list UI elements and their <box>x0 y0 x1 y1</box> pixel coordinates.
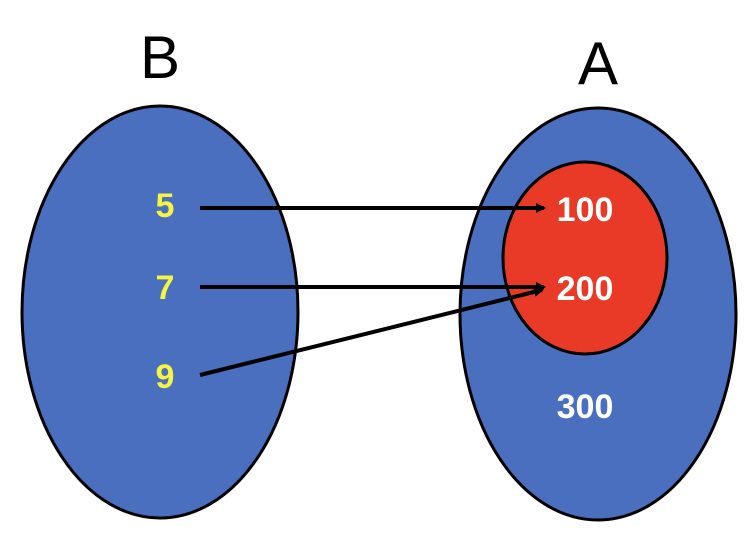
set-a-title: A <box>578 30 618 97</box>
element-100: 100 <box>557 191 614 229</box>
element-300: 300 <box>557 388 614 426</box>
set-b-title: B <box>140 24 180 91</box>
element-7: 7 <box>156 269 175 307</box>
arrow-9-to-200 <box>199 287 544 377</box>
set-b-ellipse <box>20 104 300 520</box>
element-9: 9 <box>156 358 175 396</box>
element-200: 200 <box>557 270 614 308</box>
element-5: 5 <box>156 187 175 225</box>
